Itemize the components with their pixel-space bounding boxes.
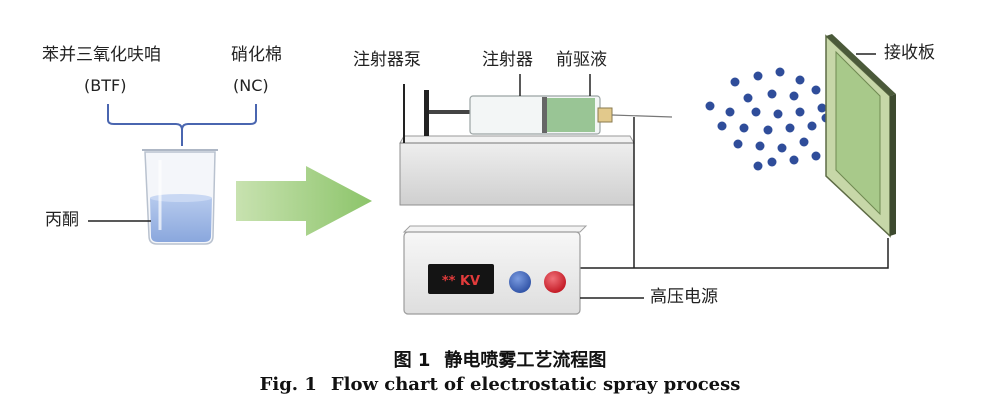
droplet xyxy=(767,89,777,99)
btf-abbr: (BTF) xyxy=(84,76,127,95)
droplet xyxy=(811,151,821,161)
droplet xyxy=(789,155,799,165)
droplet xyxy=(817,103,827,113)
droplet xyxy=(725,107,735,117)
droplet xyxy=(799,137,809,147)
nc-abbr: (NC) xyxy=(233,76,269,95)
droplet xyxy=(753,161,763,171)
receiver-plate xyxy=(825,34,896,238)
droplet xyxy=(733,139,743,149)
droplet xyxy=(775,67,785,77)
power-supply-label: 高压电源 xyxy=(650,287,718,307)
droplet xyxy=(767,157,777,167)
btf-label: 苯并三氧化呋咱 xyxy=(42,45,161,65)
acetone-liquid xyxy=(150,196,212,242)
hv-power-supply xyxy=(402,225,644,315)
droplet xyxy=(807,121,817,131)
droplet xyxy=(785,123,795,133)
caption-en-title: Flow chart of electrostatic spray proces… xyxy=(330,374,741,395)
droplet xyxy=(705,101,715,111)
droplet xyxy=(795,107,805,117)
acetone-label: 丙酮 xyxy=(45,210,79,230)
droplet xyxy=(773,109,783,119)
syringe-pump-label: 注射器泵 xyxy=(353,50,421,70)
precursor-label: 前驱液 xyxy=(556,50,607,70)
receiver-label: 接收板 xyxy=(884,43,935,63)
flow-arrow xyxy=(236,166,372,236)
droplet xyxy=(811,85,821,95)
spray-droplets xyxy=(705,67,831,171)
blue-knob xyxy=(509,271,531,293)
droplet xyxy=(717,121,727,131)
caption-cn: 图 1 静电喷雾工艺流程图 xyxy=(0,346,1000,372)
red-knob xyxy=(544,271,566,293)
droplet xyxy=(743,93,753,103)
droplet xyxy=(789,91,799,101)
precursor-liquid xyxy=(545,98,595,132)
caption-cn-title: 静电喷雾工艺流程图 xyxy=(444,350,607,371)
droplet xyxy=(777,143,787,153)
bracket xyxy=(107,104,257,146)
process-diagram: ** KV xyxy=(88,34,896,315)
nc-label: 硝化棉 xyxy=(231,45,282,65)
droplet xyxy=(751,107,761,117)
syringe-label: 注射器 xyxy=(482,50,533,70)
wire-receiver xyxy=(560,238,889,269)
caption-en: Fig. 1 Flow chart of electrostatic spray … xyxy=(0,374,1000,395)
beaker xyxy=(142,149,218,245)
syringe-pump xyxy=(399,84,635,206)
display-text: ** KV xyxy=(442,274,480,289)
droplet xyxy=(730,77,740,87)
droplet xyxy=(753,71,763,81)
caption-cn-number: 图 1 xyxy=(393,350,431,371)
droplet xyxy=(755,141,765,151)
droplet xyxy=(795,75,805,85)
voltage-display xyxy=(428,264,494,294)
droplet xyxy=(739,123,749,133)
caption-en-number: Fig. 1 xyxy=(259,374,317,395)
syringe xyxy=(429,74,673,135)
droplet xyxy=(763,125,773,135)
